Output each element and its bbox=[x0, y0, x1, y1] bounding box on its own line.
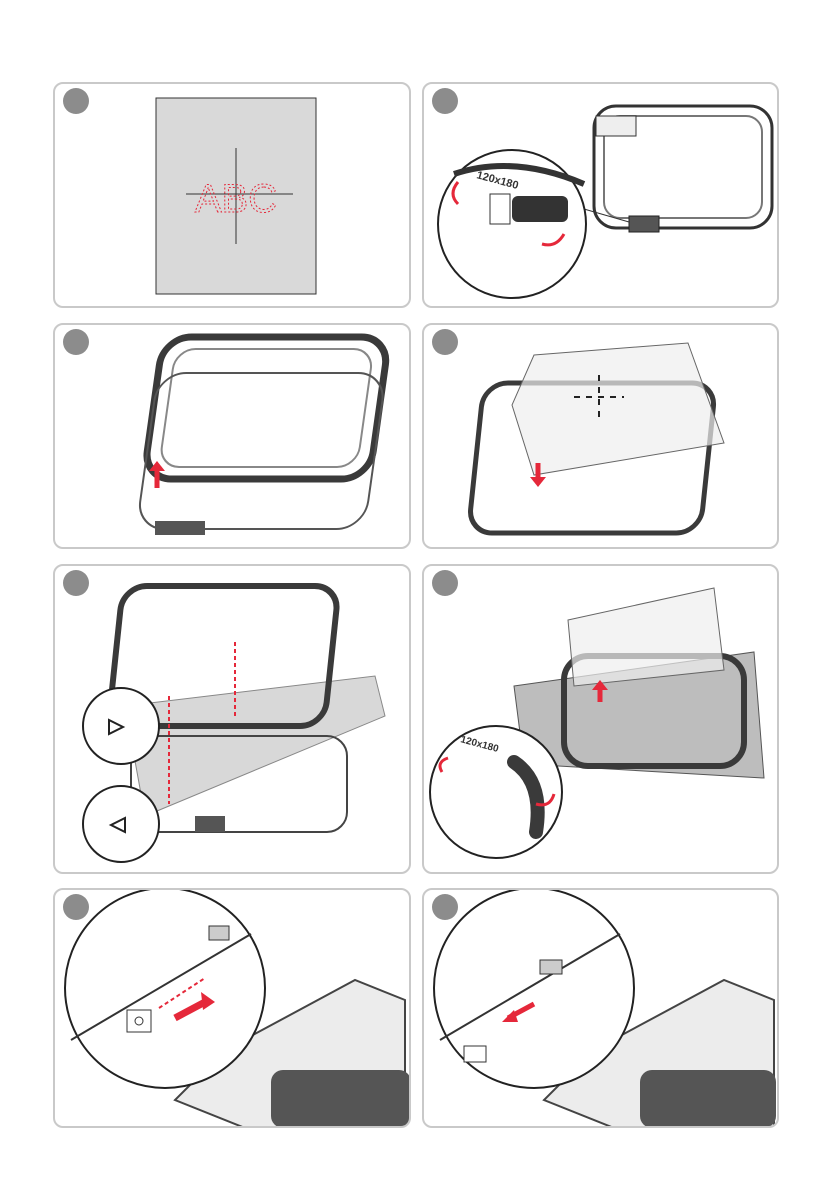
hoop-release-illustration bbox=[424, 890, 779, 1128]
fabric-hooping-illustration bbox=[55, 566, 411, 874]
step-panel-6: 120x180 bbox=[422, 564, 779, 874]
step-panel-3 bbox=[53, 323, 411, 549]
sample-text-abc: ABC bbox=[195, 177, 277, 221]
step-panel-8 bbox=[422, 888, 779, 1128]
template-illustration bbox=[424, 325, 779, 549]
magnifier-circle bbox=[83, 786, 159, 862]
step-panel-4 bbox=[422, 323, 779, 549]
hoop-tightening-illustration: 120x180 bbox=[424, 566, 779, 874]
step-panel-1: ABC bbox=[53, 82, 411, 308]
fabric-illustration: ABC bbox=[55, 84, 411, 308]
step-panel-7 bbox=[53, 888, 411, 1128]
magnifier-circle bbox=[65, 890, 265, 1088]
step-panel-2: 120x180 bbox=[422, 82, 779, 308]
step-panel-5 bbox=[53, 564, 411, 874]
hoop-separation-illustration bbox=[55, 325, 411, 549]
hoop-illustration: 120x180 bbox=[424, 84, 779, 308]
hoop-attach-illustration bbox=[55, 890, 411, 1128]
